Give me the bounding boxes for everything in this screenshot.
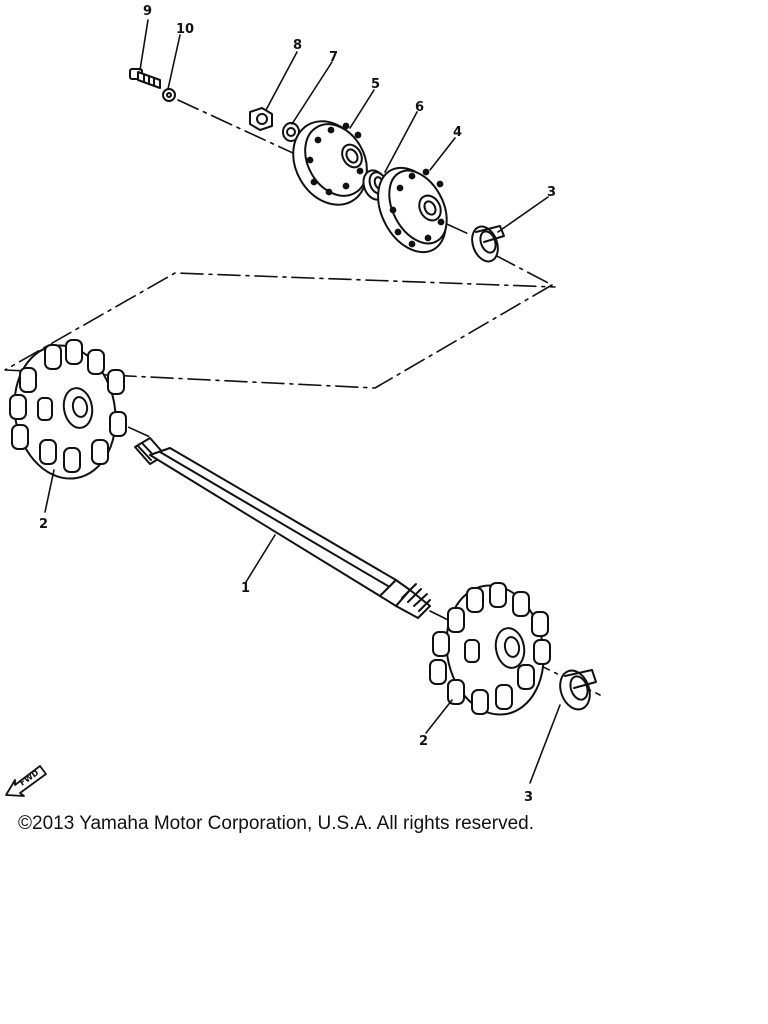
callout-10: 10 [176, 22, 194, 37]
callout-numbers: 9 10 8 7 5 6 4 3 2 1 2 3 [39, 4, 556, 805]
callout-4: 4 [453, 125, 462, 140]
callout-6: 6 [415, 100, 424, 115]
bolt-part-9 [129, 68, 161, 89]
callout-1: 1 [241, 581, 250, 596]
clip-part-3-top [471, 225, 505, 263]
callout-2-right: 2 [419, 734, 428, 749]
sprocket-part-2-right [429, 582, 551, 716]
callout-9: 9 [143, 4, 152, 19]
callout-8: 8 [293, 38, 302, 53]
bearing-housing-part-5 [292, 120, 368, 206]
copyright-notice: ©2013 Yamaha Motor Corporation, U.S.A. A… [18, 813, 534, 834]
leader-lines [44, 19, 561, 784]
drive-shaft-part-1 [134, 437, 431, 619]
bearing-housing-part-4 [377, 166, 448, 254]
callout-5: 5 [371, 77, 380, 92]
washer-part-10 [162, 88, 176, 102]
forward-direction-arrow-icon: FWD [5, 765, 47, 797]
callout-7: 7 [329, 50, 338, 65]
clip-part-3-bottom [559, 669, 597, 711]
callout-3-top: 3 [547, 185, 556, 200]
washer-part-7 [282, 122, 300, 142]
callout-2-left: 2 [39, 517, 48, 532]
nut-part-8 [249, 107, 273, 131]
sprocket-part-2-left [9, 339, 127, 480]
callout-3-bottom: 3 [524, 790, 533, 805]
